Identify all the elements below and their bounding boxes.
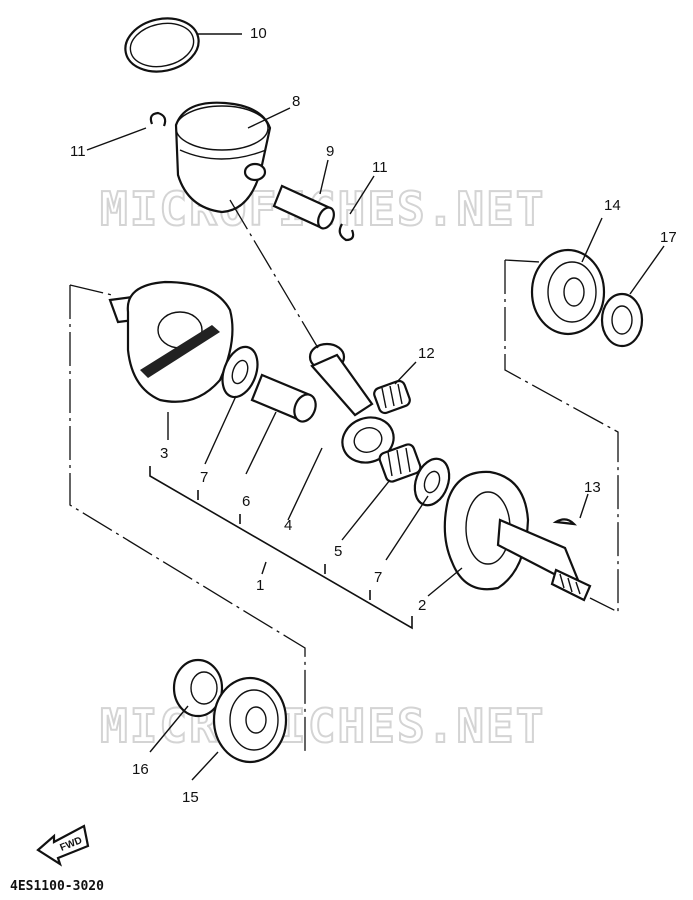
oil-seal-left [172, 658, 224, 718]
guide-lines [69, 199, 619, 755]
leader-lines [86, 33, 665, 781]
crank-bearing-right [530, 248, 606, 336]
callout-11-right: 11 [372, 159, 388, 176]
crank-half-left [108, 280, 234, 403]
callout-14: 14 [604, 197, 621, 214]
callout-15: 15 [182, 789, 199, 806]
piston [174, 101, 272, 214]
callout-12: 12 [418, 345, 435, 362]
callout-1: 1 [256, 577, 264, 594]
diagram-code: 4ES1100-3020 [10, 879, 104, 894]
assembly-bracket [149, 466, 413, 630]
callout-8: 8 [292, 93, 300, 110]
crank-bearing-left [212, 676, 288, 764]
callout-5: 5 [334, 543, 342, 560]
callout-3: 3 [160, 445, 168, 462]
crank-pin [250, 373, 317, 423]
callout-6: 6 [242, 493, 250, 510]
big-end-bearing [378, 443, 422, 483]
piston-pin [272, 184, 335, 230]
callout-10: 10 [250, 25, 267, 42]
connecting-rod [308, 342, 395, 464]
callout-4: 4 [284, 517, 292, 534]
crank-half-right [443, 470, 592, 602]
callout-2: 2 [418, 597, 426, 614]
callout-9: 9 [326, 143, 334, 160]
watermark-bottom: MICROFICHES.NET [100, 699, 545, 753]
thrust-washer-left [221, 345, 259, 399]
circlip-left [149, 111, 167, 127]
woodruff-key [552, 518, 577, 526]
callout-17: 17 [660, 229, 677, 246]
callout-11-left: 11 [70, 143, 86, 160]
circlip-right [338, 223, 355, 242]
oil-seal-right [600, 292, 644, 348]
callout-7-left: 7 [200, 469, 208, 486]
callout-7-right: 7 [374, 569, 382, 586]
piston-ring [124, 17, 200, 73]
thrust-washer-right [413, 457, 451, 507]
small-end-bearing [373, 379, 411, 415]
callout-13: 13 [584, 479, 601, 496]
fwd-arrow: FWD [36, 824, 90, 867]
callout-16: 16 [132, 761, 149, 778]
